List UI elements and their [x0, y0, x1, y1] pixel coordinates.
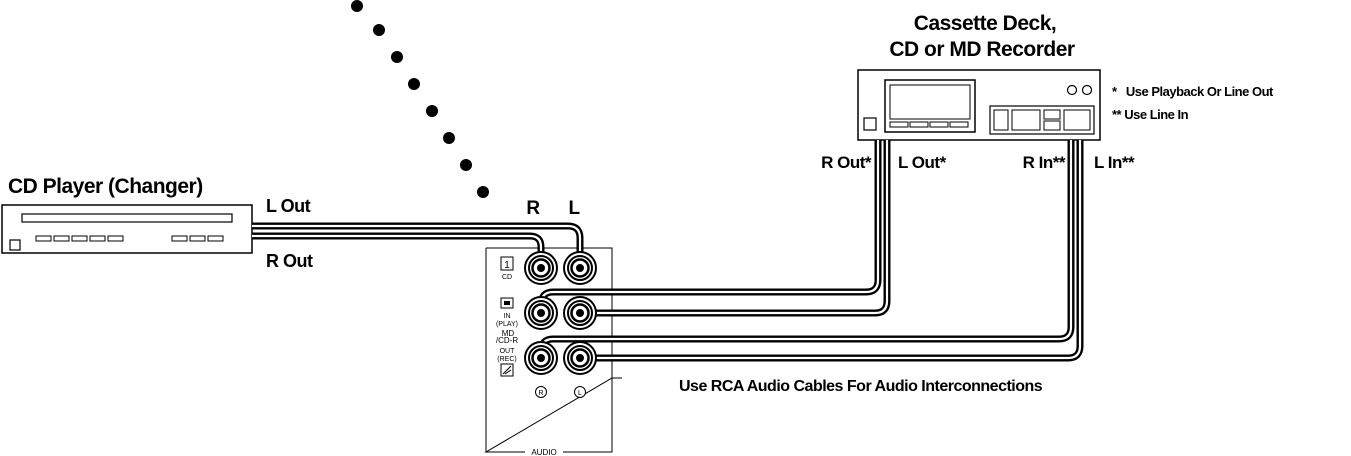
recorder: Cassette Deck, CD or MD Recorder: [857, 12, 1101, 141]
panel-audio-label: AUDIO: [531, 448, 556, 456]
note-2: ** Use Line In: [1112, 107, 1189, 122]
panel-l-circle: L: [578, 390, 582, 397]
panel-cd-label: CD: [502, 274, 512, 281]
note-1: * Use Playback Or Line Out: [1112, 84, 1274, 99]
panel-md-label: MD: [502, 329, 515, 338]
panel-r-circle: R: [538, 390, 543, 397]
jack-in-r: [524, 296, 558, 330]
panel-cdr-label: /CD-R: [496, 336, 518, 345]
cd-r-out-label: R Out: [266, 251, 313, 271]
recorder-title-line2: CD or MD Recorder: [889, 38, 1075, 61]
jack-in-l: [563, 296, 597, 330]
recorder-r-in-label: R In**: [1023, 153, 1066, 172]
recorder-l-in-label: L In**: [1094, 153, 1135, 172]
cable-note: Use RCA Audio Cables For Audio Interconn…: [679, 378, 1043, 395]
panel-in-label: IN: [504, 313, 511, 320]
panel-rec-label: (REC): [497, 356, 516, 363]
cd-l-out-label: L Out: [266, 196, 311, 216]
recorder-r-out-label: R Out*: [821, 153, 872, 172]
jack-cd-l: [563, 251, 597, 285]
dotted-leader: [351, 0, 489, 198]
jack-out-r: [524, 341, 558, 375]
jack-out-l: [563, 341, 597, 375]
recorder-l-out-label: L Out*: [898, 153, 947, 172]
recorder-title-line1: Cassette Deck,: [914, 12, 1056, 35]
panel-cd-number: 1: [504, 260, 510, 271]
panel-r-label: R: [526, 198, 540, 219]
panel-play-label: (PLAY): [496, 321, 518, 328]
rca-jacks: [524, 251, 597, 375]
cd-player: CD Player (Changer): [1, 175, 253, 254]
cd-player-title: CD Player (Changer): [8, 175, 203, 198]
panel-l-label: L: [568, 198, 580, 219]
cables: [252, 140, 1084, 362]
panel-out-label: OUT: [500, 348, 516, 355]
jack-cd-r: [524, 251, 558, 285]
